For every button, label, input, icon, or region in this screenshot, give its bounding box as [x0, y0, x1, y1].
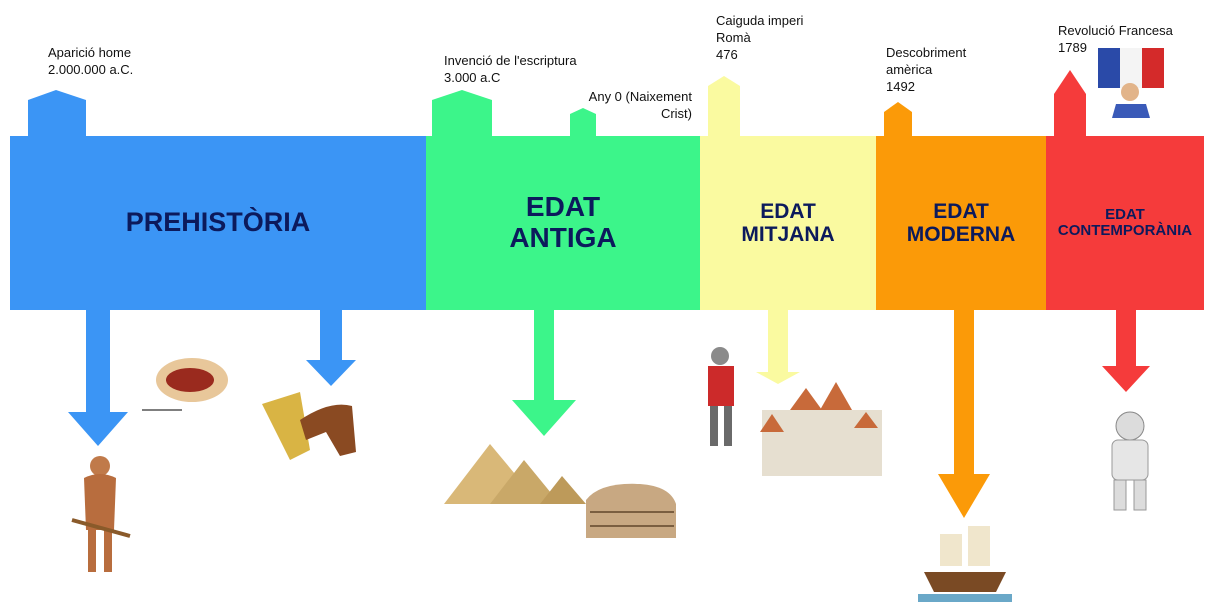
- event-label-descobriment-america: Descobriment amèrica 1492: [886, 44, 966, 95]
- era-label-edat-mitjana: EDAT MITJANA: [700, 136, 876, 310]
- era-label-edat-moderna: EDAT MODERNA: [876, 136, 1046, 310]
- astronaut-icon: [1111, 411, 1149, 511]
- era-band-edat-mitjana: [700, 136, 876, 310]
- event-label-line: amèrica: [886, 62, 933, 77]
- event-marker-escriptura: [432, 90, 492, 136]
- era-label-line: EDAT: [525, 191, 601, 223]
- event-label-line: Any 0 (Naixement: [588, 89, 692, 104]
- medieval-knight-icon: [708, 347, 734, 446]
- event-marker-caiguda-roma: [708, 76, 740, 136]
- castle-icon: [760, 382, 882, 476]
- event-label-escriptura: Invenció de l'escriptura 3.000 a.C: [444, 52, 577, 86]
- down-arrow-edat-antiga: [512, 310, 576, 436]
- event-label-line: Caiguda imperi: [716, 13, 804, 28]
- french-flag-liberty-icon: [1098, 48, 1164, 118]
- event-label-line: Descobriment: [886, 45, 967, 60]
- colosseum-icon: [586, 483, 676, 538]
- event-label-line: Aparició home: [48, 45, 132, 60]
- era-band-edat-moderna: [876, 136, 1046, 310]
- wheat-and-horse-icon: [262, 392, 356, 460]
- event-label-caiguda-roma: Caiguda imperi Romà 476: [716, 12, 803, 63]
- down-arrow-edat-contemporania: [1102, 310, 1150, 392]
- era-label-line: MITJANA: [741, 223, 835, 246]
- event-label-line: Crist): [660, 106, 692, 121]
- pyramids-icon: [444, 444, 586, 504]
- down-arrow-edat-mitjana: [756, 310, 800, 384]
- down-arrow-prehistoria-1: [68, 310, 128, 446]
- era-label-line: CONTEMPORÀNIA: [1057, 222, 1193, 239]
- cave-painting-bison-icon: [142, 358, 228, 411]
- era-band-prehistoria: [10, 136, 426, 310]
- era-label-prehistoria: PREHISTÒRIA: [10, 136, 426, 310]
- event-label-line: 1492: [886, 79, 915, 94]
- caveman-icon: [71, 456, 131, 572]
- era-label-line: MODERNA: [906, 223, 1016, 246]
- era-band-edat-antiga: [426, 136, 700, 310]
- event-label-aparicio-home: Aparició home 2.000.000 a.C.: [48, 44, 133, 78]
- event-label-line: 2.000.000 a.C.: [48, 62, 134, 77]
- era-label-edat-contemporania: EDAT CONTEMPORÀNIA: [1046, 136, 1204, 310]
- era-label-line: ANTIGA: [509, 222, 617, 253]
- era-label-line: PREHISTÒRIA: [125, 207, 311, 238]
- event-label-line: 1789: [1058, 40, 1087, 55]
- era-band-edat-contemporania: [1046, 136, 1204, 310]
- era-label-line: EDAT: [760, 199, 816, 223]
- event-label-line: 3.000 a.C: [444, 70, 501, 85]
- caravel-ship-icon: [918, 526, 1012, 602]
- event-label-line: Revolució Francesa: [1058, 23, 1173, 38]
- event-marker-revolucio-francesa: [1054, 70, 1086, 136]
- era-label-edat-antiga: EDAT ANTIGA: [426, 136, 700, 310]
- event-label-line: Invenció de l'escriptura: [444, 53, 577, 68]
- event-label-revolucio-francesa: Revolució Francesa 1789: [1058, 22, 1173, 56]
- event-marker-aparicio-home: [28, 90, 86, 136]
- era-label-line: EDAT: [1105, 205, 1145, 223]
- event-marker-any-0: [570, 108, 596, 136]
- era-label-line: EDAT: [933, 199, 989, 223]
- down-arrow-edat-moderna: [938, 310, 990, 518]
- event-label-line: 476: [716, 47, 738, 62]
- event-label-any-0: Any 0 (Naixement Crist): [564, 88, 692, 122]
- down-arrow-prehistoria-2: [306, 310, 356, 386]
- event-marker-descobriment-america: [884, 102, 912, 136]
- event-label-line: Romà: [716, 30, 751, 45]
